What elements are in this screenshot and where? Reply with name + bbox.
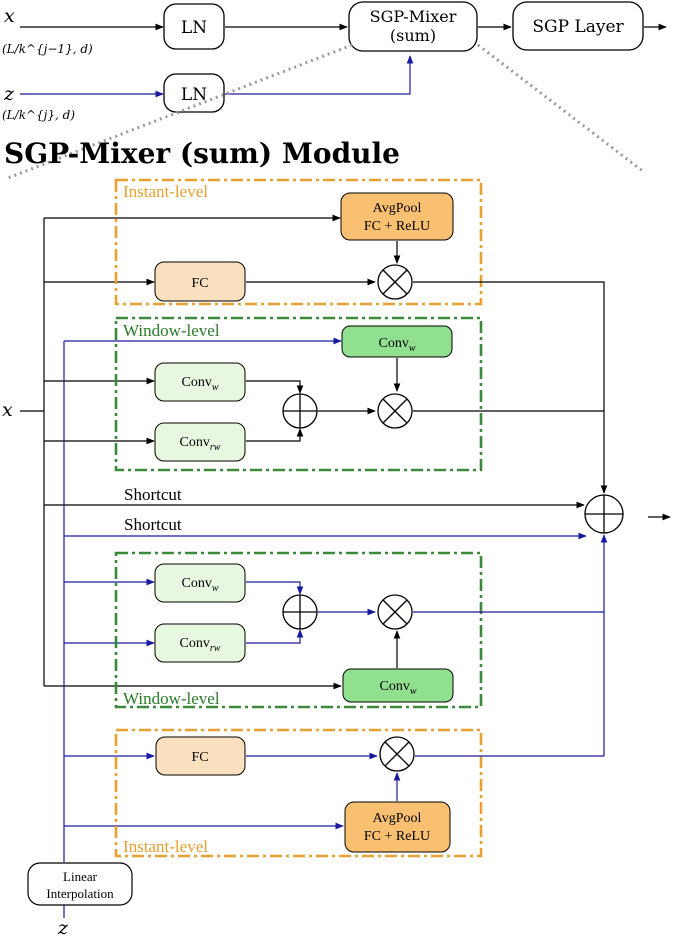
top-overview: x (L/k^{j−1}, d) LN SGP-Mixer (sum) SGP … [2,1,667,180]
svg-text:Convw: Convw [181,576,218,594]
fc-bottom-label: FC [191,750,208,765]
conv-rw-light-top [154,422,246,462]
svg-text:Convw: Convw [379,679,416,697]
avgpool-bottom-line2: FC + ReLU [364,829,430,844]
sgp-mixer-box [348,1,478,52]
window-level-top-frame [114,316,483,472]
ln-label-bottom: LN [181,85,207,105]
sgp-mixer-sum-label: (sum) [390,26,436,45]
window-level-bottom-label: Window-level [123,689,220,708]
instant-level-top-label: Instant-level [123,182,208,201]
x-bus [20,214,585,690]
window-level-top: Window-level Convw Convw Convrw [114,316,604,472]
svg-text:Convrw: Convrw [180,435,221,453]
fc-top-label: FC [191,276,208,291]
svg-text:Convw: Convw [181,375,218,393]
module-title: SGP-Mixer (sum) Module [4,137,400,170]
conv-w-light-top [154,362,246,402]
window-level-bottom-frame [114,551,483,709]
conv-w-dark-bottom [342,668,454,703]
add-icon [282,393,318,429]
zoom-line-right [477,43,645,174]
avgpool-bottom-line1: AvgPool [373,811,422,826]
ln-box-top [163,3,225,50]
svg-text:Convw: Convw [378,336,415,354]
top-z-dim: (L/k^{j}, d) [2,108,75,122]
final-add-icon [584,494,624,534]
z-bus [63,337,587,918]
window-level-bottom: Window-level Convw Convrw Convw [114,551,604,709]
ln-box-bottom [163,73,225,113]
sgp-mixer-label: SGP-Mixer [370,7,457,26]
instant-level-top: Instant-level AvgPool FC + ReLU FC [114,178,608,494]
conv-rw-light-bottom [154,623,246,663]
instant-level-top-frame [114,178,483,306]
instant-level-bottom-frame [114,728,483,858]
multiply-icon [377,264,413,300]
avgpool-box-bottom [344,801,451,853]
avgpool-box-top [340,192,454,241]
zoom-line-left [7,43,353,180]
multiply-icon [377,393,413,429]
fc-box-top [154,261,246,302]
shortcut-label-z: Shortcut [124,515,182,534]
linear-line2: Interpolation [46,886,114,901]
avgpool-top-line1: AvgPool [373,201,422,216]
window-level-top-label: Window-level [123,321,220,340]
ln-to-mixer-blue-arrow [225,55,414,95]
sgp-layer-label: SGP Layer [532,17,624,37]
z-input-label: z [57,917,69,937]
instant-level-bottom-label: Instant-level [123,837,208,856]
svg-text:Convrw: Convrw [180,636,221,654]
multiply-icon [379,736,415,772]
linear-line1: Linear [63,869,98,884]
top-z-var: z [3,83,15,105]
sgp-layer-box [512,1,644,51]
conv-w-dark-top [341,325,453,358]
shortcut-label-x: Shortcut [124,485,182,504]
ln-label-top: LN [181,18,207,38]
x-input-label: x [2,399,13,421]
top-x-var: x [4,5,15,27]
linear-interpolation-box: Linear Interpolation [27,862,133,906]
add-icon [282,594,318,630]
multiply-icon [377,594,413,630]
top-x-dim: (L/k^{j−1}, d) [2,42,93,56]
conv-w-light-bottom [154,563,246,603]
avgpool-top-line2: FC + ReLU [364,219,430,234]
fc-box-bottom [155,736,246,776]
instant-level-bottom: Instant-level FC AvgPool FC + ReLU [114,728,604,858]
